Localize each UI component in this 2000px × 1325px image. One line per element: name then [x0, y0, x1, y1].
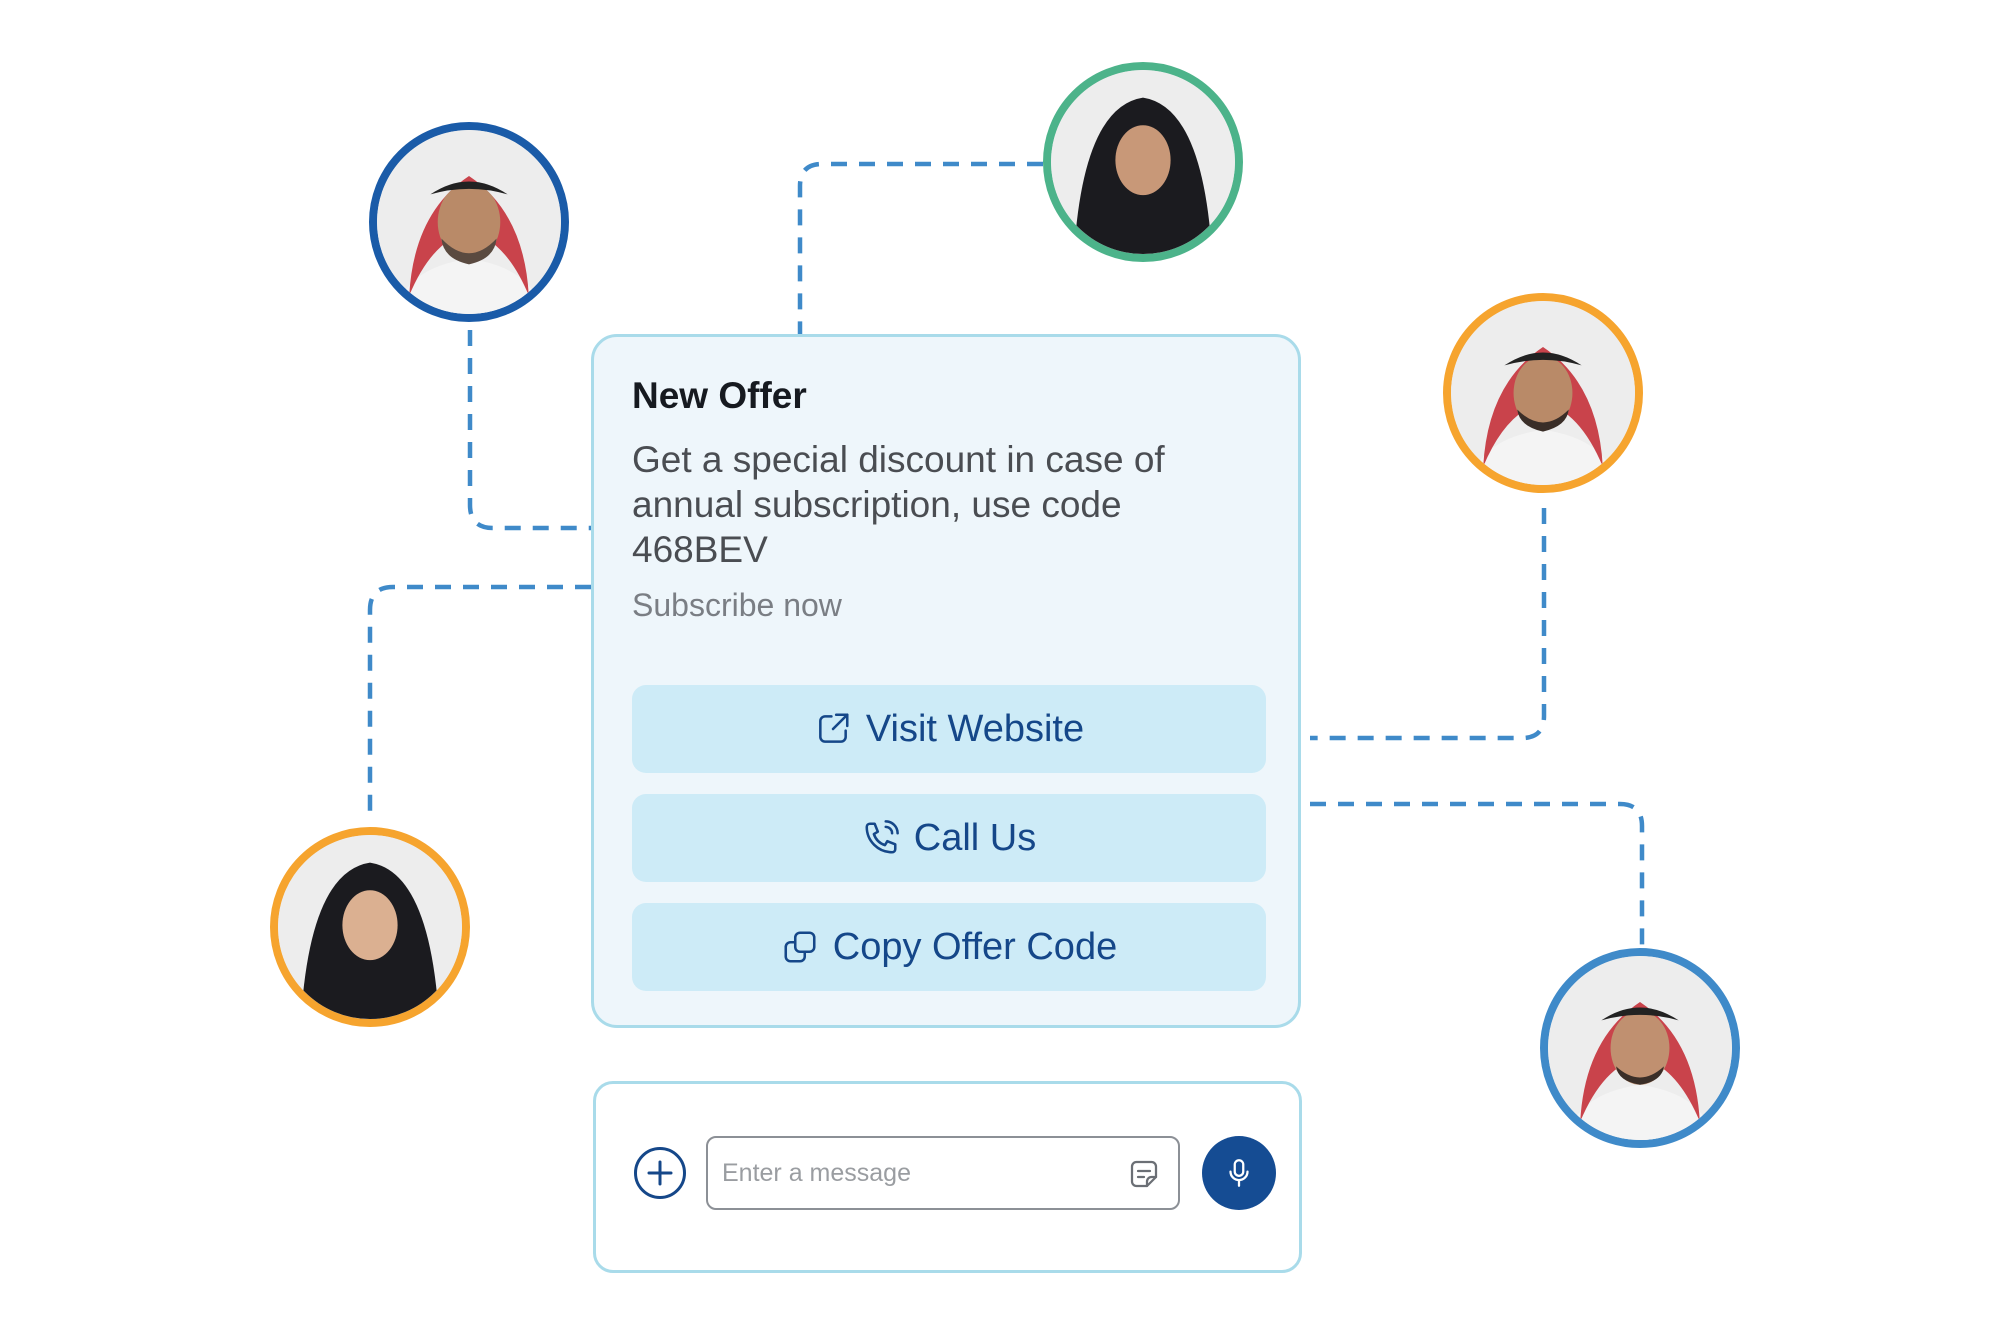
- connector-line: [367, 584, 591, 820]
- connector-line: [1310, 508, 1547, 741]
- copy-icon: [784, 931, 816, 963]
- offer-body: Get a special discount in case of annual…: [632, 439, 1165, 570]
- phone-call-icon: [865, 820, 899, 854]
- avatar-woman-left: [270, 827, 470, 1027]
- message-input[interactable]: [706, 1136, 1180, 1210]
- microphone-icon: [1229, 1159, 1249, 1187]
- message-composer: [593, 1081, 1302, 1273]
- visit-website-button[interactable]: Visit Website: [632, 685, 1266, 773]
- person-woman-icon: [1051, 70, 1235, 254]
- avatar-man-top-left: [369, 122, 569, 322]
- avatar-man-right: [1443, 293, 1643, 493]
- person-man-icon: [1548, 956, 1732, 1140]
- person-man-icon: [1451, 301, 1635, 485]
- copy-offer-code-button[interactable]: Copy Offer Code: [632, 903, 1266, 991]
- connector-line: [1310, 801, 1645, 945]
- call-us-label: Call Us: [913, 816, 1037, 859]
- offer-card: New Offer Get a special discount in case…: [591, 334, 1301, 1028]
- connector-line: [797, 161, 1043, 334]
- offer-footer: Subscribe now: [632, 587, 842, 623]
- microphone-button[interactable]: [1202, 1136, 1276, 1210]
- connector-line: [467, 330, 591, 531]
- offer-title: New Offer: [632, 375, 807, 416]
- visit-website-label: Visit Website: [865, 707, 1085, 750]
- avatar-man-bottom-right: [1540, 948, 1740, 1148]
- call-us-button[interactable]: Call Us: [632, 794, 1266, 882]
- copy-offer-code-label: Copy Offer Code: [832, 925, 1118, 968]
- person-woman-icon: [278, 835, 462, 1019]
- add-attachment-button[interactable]: [634, 1147, 686, 1199]
- sticker-icon[interactable]: [1126, 1156, 1162, 1192]
- external-link-icon: [818, 713, 849, 743]
- avatar-woman-top: [1043, 62, 1243, 262]
- person-man-icon: [377, 130, 561, 314]
- plus-icon: [647, 1160, 673, 1186]
